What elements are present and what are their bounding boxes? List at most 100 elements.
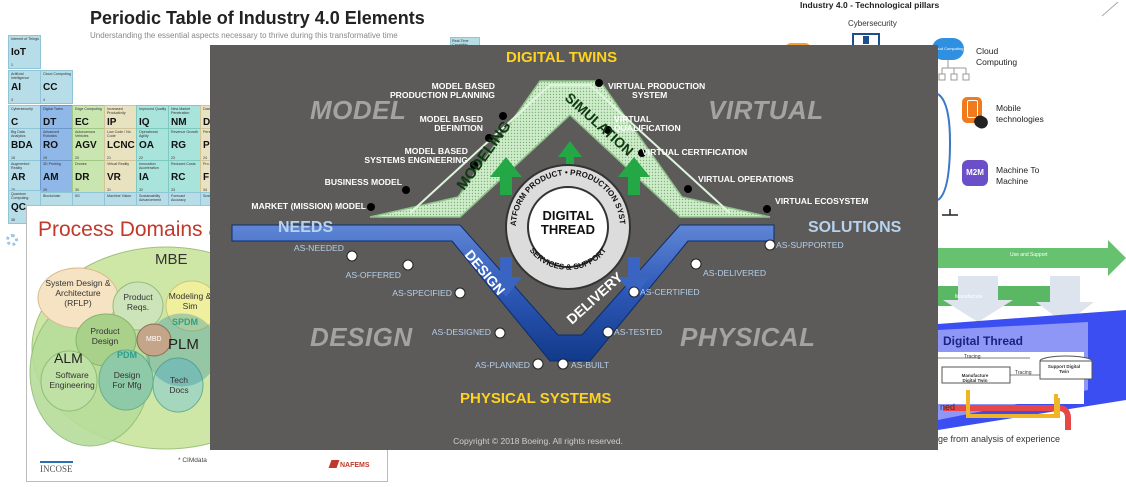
cell-symbol: QC xyxy=(11,202,26,213)
cell-number: 34 xyxy=(203,188,207,192)
label-vq-line-1: VIRTUAL xyxy=(614,114,652,124)
cell-symbol: AGV xyxy=(75,140,97,151)
label-as-specified: AS-SPECIFIED xyxy=(392,288,452,298)
cell-name: Innovation Acceleration xyxy=(139,162,159,170)
cell-name: Digital Twins xyxy=(43,107,64,111)
tech-docs-label: Tech Docs xyxy=(169,375,189,395)
periodic-table-title: Periodic Table of Industry 4.0 Elements xyxy=(90,8,425,28)
cell-symbol: IoT xyxy=(11,47,26,58)
cell-symbol: IQ xyxy=(139,117,150,128)
needs-label: NEEDS xyxy=(278,219,334,236)
cell-symbol: OA xyxy=(139,140,154,151)
marker-as-specified xyxy=(454,287,466,299)
cell-name: Internet of Things xyxy=(11,37,39,41)
support-twin-label: Support Digital Twin xyxy=(1047,364,1081,374)
label-mbpp-line-2: PRODUCTION PLANNING xyxy=(389,90,495,100)
cell-number: 22 xyxy=(139,156,143,160)
design-mfg-label: Design For Mfg xyxy=(112,370,142,390)
down-arrow-2 xyxy=(1036,276,1094,324)
cell-name: Artificial Intelligence xyxy=(11,72,30,80)
cybersecurity-label: Cybersecurity xyxy=(848,19,897,28)
software-eng-label: Software Engineering xyxy=(49,370,95,390)
product-design-label: Product Design xyxy=(90,326,120,346)
cell-name: Quantum Computing xyxy=(11,192,29,200)
cell-name: Cloud Computing xyxy=(43,72,71,76)
cell-name: Operational Agility xyxy=(139,130,158,138)
product-reqs-circle xyxy=(112,281,164,331)
periodic-cell-ar: Augmented RealityAR28 xyxy=(8,160,41,194)
marker-ve xyxy=(763,205,771,213)
marker-mbpp xyxy=(499,112,507,120)
label-vps-line-2: SYSTEM xyxy=(632,90,668,100)
label-market-model-text: MARKET (MISSION) MODEL xyxy=(251,201,366,211)
manufacture-label: Manufacture xyxy=(955,294,983,300)
system-design-label: System Design & Architecture (RFLP) xyxy=(45,278,111,308)
cell-name: Low Code / No Code xyxy=(107,130,131,138)
cell-number: 20 xyxy=(75,156,79,160)
experience-fragment: ge from analysis of experience xyxy=(938,434,1061,444)
nafems-mark-icon xyxy=(328,460,340,468)
cell-name: Edge Computing xyxy=(75,107,102,111)
label-business-model-text: BUSINESS MODEL xyxy=(324,177,402,187)
cell-name: 3D Printing xyxy=(43,162,61,166)
digital-twins-heading: DIGITAL TWINS xyxy=(506,49,618,66)
cell-number: 3 xyxy=(11,98,13,102)
process-domains-title: Process Domains and xyxy=(38,218,244,241)
green-up-arrow-mid xyxy=(558,141,582,175)
pdm-label: PDM xyxy=(117,350,137,360)
cell-name: Virtual Reality xyxy=(107,162,130,166)
design-quadrant: DESIGN xyxy=(310,322,413,352)
marker-as-built xyxy=(557,358,569,370)
marker-vc xyxy=(638,149,646,157)
marker-as-designed xyxy=(494,327,506,339)
cell-symbol: C xyxy=(11,117,19,128)
label-as-offered: AS-OFFERED xyxy=(345,270,401,280)
label-as-supported: AS-SUPPORTED xyxy=(776,240,844,250)
cell-name: Forecast Accuracy xyxy=(171,194,186,202)
marker-market xyxy=(367,203,375,211)
use-support-arrow xyxy=(938,240,1126,276)
marker-business xyxy=(402,186,410,194)
nafems-logo: NAFEMS xyxy=(328,460,370,469)
network-icon xyxy=(938,60,970,81)
label-mbd-line-2: DEFINITION xyxy=(434,123,483,133)
cell-number: 31 xyxy=(107,188,111,192)
cell-name: Reduced Costs xyxy=(171,162,196,166)
pillars-title: Industry 4.0 - Technological pillars xyxy=(800,0,940,10)
label-vq-line-2: QUALIFICATION xyxy=(614,123,681,133)
periodic-table-subtitle: Understanding the essential aspects nece… xyxy=(90,31,398,40)
blue-down-arrow-right xyxy=(618,257,650,297)
cell-number: 24 xyxy=(203,156,207,160)
cell-number: 32 xyxy=(139,188,143,192)
label-as-planned: AS-PLANNED xyxy=(475,360,530,370)
label-ve: VIRTUAL ECOSYSTEM xyxy=(775,197,868,206)
label-vc: VIRTUAL CERTIFICATION xyxy=(642,148,747,157)
label-as-built: AS-BUILT xyxy=(571,360,610,370)
cell-name: Machine Vision xyxy=(107,194,132,198)
alm-label: ALM xyxy=(54,350,83,366)
use-support-label: Use and Support xyxy=(1010,252,1048,258)
label-ve-text: VIRTUAL ECOSYSTEM xyxy=(775,196,869,206)
cell-symbol: EC xyxy=(75,117,89,128)
modeling-sim-label: Modeling & Sim xyxy=(168,291,212,311)
marker-as-planned xyxy=(532,358,544,370)
thread-diagram-graphic: PLATFORM PRODUCT • PRODUCTION SYSTEM SER… xyxy=(210,45,776,370)
label-vo: VIRTUAL OPERATIONS xyxy=(698,175,794,184)
cell-symbol: F xyxy=(203,172,210,183)
cell-name: 5G xyxy=(75,194,80,198)
label-vps-line-1: VIRTUAL PRODUCTION xyxy=(608,81,706,91)
cell-symbol: IA xyxy=(139,172,149,183)
product-reqs-label: Product Reqs. xyxy=(123,292,153,312)
digital-thread-label: Digital Thread xyxy=(943,334,1024,348)
cell-name: Blockchain xyxy=(43,194,61,198)
phone-shape xyxy=(967,100,978,118)
